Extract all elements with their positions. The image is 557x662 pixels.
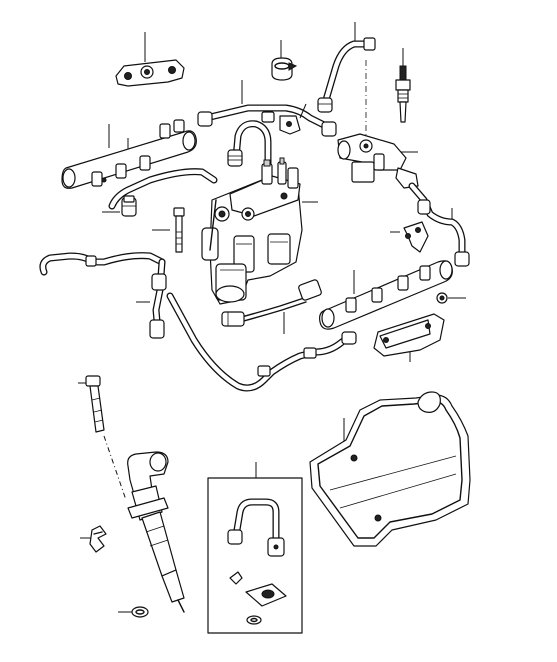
leak-off-pipe[interactable] [166, 292, 357, 392]
fuel-rail-left[interactable] [61, 119, 197, 189]
fuel-injector[interactable] [103, 435, 185, 613]
clip[interactable] [123, 195, 135, 203]
pipe-clamp[interactable] [390, 221, 429, 253]
grommet[interactable] [271, 40, 298, 81]
pump-bolt[interactable] [152, 207, 185, 253]
rail-feed-pipe[interactable] [408, 182, 470, 267]
rail-to-pump-pipe[interactable] [197, 80, 337, 137]
leak-off-return-pipe[interactable] [39, 252, 167, 339]
fuel-pressure-sensor-pipe[interactable] [227, 111, 275, 172]
pump-mounting-bracket[interactable] [115, 32, 185, 87]
wiring-harness[interactable] [221, 279, 322, 334]
engine-cover[interactable] [309, 391, 471, 547]
injector-bolt[interactable] [78, 375, 105, 433]
high-pressure-fuel-pump[interactable] [201, 157, 318, 305]
fuel-rail-right[interactable] [319, 260, 466, 330]
injector-clamp[interactable] [80, 525, 107, 553]
glow-plug[interactable] [395, 48, 411, 123]
injector-pipe-kit[interactable] [207, 462, 303, 634]
rail-bracket[interactable] [373, 313, 445, 362]
injector-feed-pipe[interactable] [317, 22, 376, 113]
fuel-temperature-sensor[interactable] [337, 133, 419, 189]
injector-seal[interactable] [118, 606, 149, 618]
